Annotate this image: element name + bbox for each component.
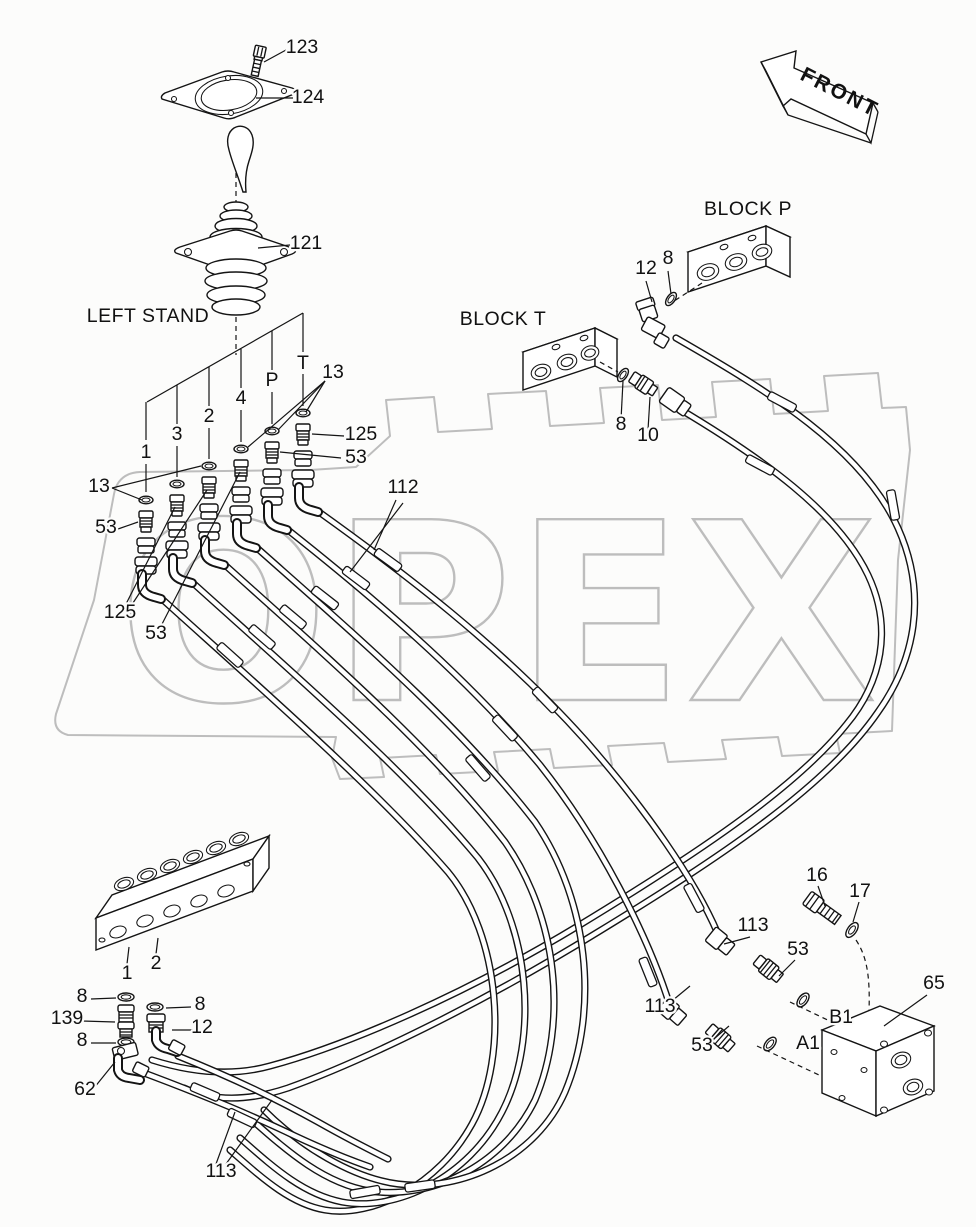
part-callout-m12: 12 — [191, 1016, 213, 1038]
part-callout-c17: 17 — [849, 880, 871, 902]
hose-loops-block-p-t — [148, 334, 919, 1102]
part-callout-p1: 1 — [141, 441, 152, 463]
left-stand-title: LEFT STAND — [87, 305, 209, 327]
part-callout-c53r: 53 — [345, 446, 367, 468]
part-callout-c112: 112 — [387, 476, 418, 498]
part-callout-m8a: 8 — [77, 985, 88, 1007]
part-callout-c53b: 53 — [145, 622, 167, 644]
adapter-fitting-10 — [628, 371, 659, 397]
part-callout-c124: 124 — [292, 86, 325, 108]
part-callout-c65: 65 — [923, 972, 945, 994]
part-callout-c53l: 53 — [95, 516, 117, 538]
plate-gasket-124 — [160, 70, 297, 120]
part-callout-c125r: 125 — [345, 423, 378, 445]
part-callout-c113b: 113 — [205, 1160, 236, 1182]
washer-17 — [845, 921, 870, 1013]
front-direction-arrow: FRONT — [760, 50, 883, 145]
hose-nut-t — [658, 387, 692, 417]
block-t — [521, 326, 692, 417]
part-callout-m8c: 8 — [77, 1029, 88, 1051]
part-callout-c16: 16 — [806, 864, 828, 886]
block-p — [635, 224, 792, 349]
part-callout-c121: 121 — [290, 232, 323, 254]
mounting-bolt-16 — [802, 891, 843, 926]
nipple-fitting-139 — [117, 1004, 135, 1038]
pilot-valve-joystick-121 — [173, 125, 297, 355]
part-callout-c62: 62 — [74, 1078, 96, 1100]
part-callout-c113u: 113 — [737, 914, 768, 936]
part-callout-c8t: 8 — [616, 413, 627, 435]
leader-lines — [81, 49, 928, 1165]
part-callout-pP: P — [265, 369, 278, 391]
block-t-title: BLOCK T — [460, 308, 547, 330]
part-callout-c123: 123 — [286, 36, 319, 58]
elbow-fitting-62 — [111, 1041, 150, 1085]
part-callout-cB1: B1 — [829, 1006, 853, 1028]
part-callout-p4: 4 — [236, 387, 247, 409]
part-callout-c139: 139 — [51, 1007, 84, 1029]
part-callout-p2: 2 — [204, 405, 215, 427]
valve-block-65 — [820, 1005, 936, 1118]
hose-collars — [189, 391, 901, 1200]
elbow-fitting-12 — [635, 296, 670, 349]
part-callout-m2: 2 — [151, 952, 162, 974]
adapter-53-upper — [752, 954, 784, 983]
part-callout-pT: T — [297, 352, 309, 374]
part-callout-p3: 3 — [172, 423, 183, 445]
manifold-fittings — [111, 992, 186, 1085]
part-callout-c10: 10 — [637, 424, 659, 446]
part-callout-c53d: 53 — [691, 1034, 713, 1056]
part-callout-c12p: 12 — [635, 257, 657, 279]
block-p-title: BLOCK P — [704, 198, 792, 220]
part-callout-c113l: 113 — [644, 995, 675, 1017]
part-callout-c13t: 13 — [322, 361, 344, 383]
port-fanout-lines — [145, 312, 304, 492]
part-callout-m8b: 8 — [195, 993, 206, 1015]
socket-bolt-123 — [250, 44, 267, 78]
manifold-block — [94, 831, 271, 952]
part-callout-cA1: A1 — [796, 1032, 820, 1054]
part-callout-c13l: 13 — [88, 475, 110, 497]
part-callout-m1: 1 — [122, 962, 133, 984]
adapter-53-lower — [704, 1023, 736, 1053]
part-callout-c8p: 8 — [663, 247, 674, 269]
manifold-hoses-113 — [132, 1052, 392, 1171]
part-callout-c125b: 125 — [104, 601, 137, 623]
elbow-fitting-12-manifold — [146, 1013, 186, 1057]
part-callout-c53u: 53 — [787, 938, 809, 960]
